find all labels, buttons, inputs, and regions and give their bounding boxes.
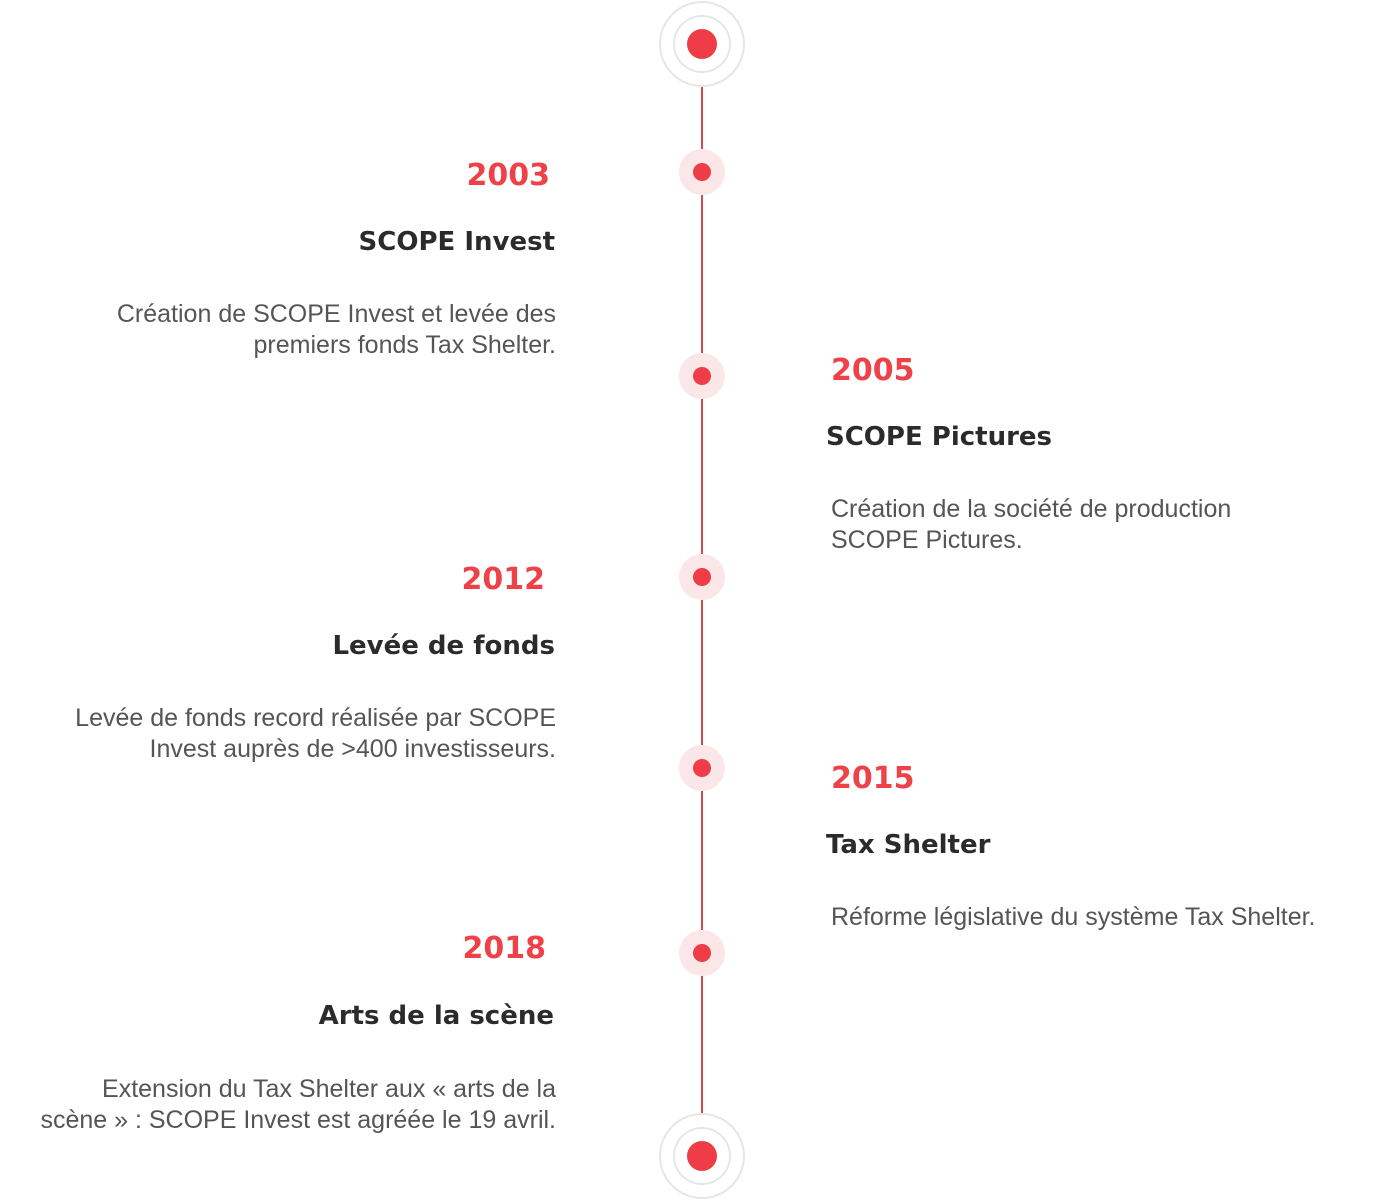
event-title: Arts de la scène bbox=[318, 1001, 554, 1031]
timeline-node-2005 bbox=[679, 353, 725, 399]
event-title: SCOPE Pictures bbox=[826, 422, 1053, 452]
event-description: Création de SCOPE Invest et levée des pr… bbox=[117, 299, 556, 361]
timeline-start-dot bbox=[687, 29, 717, 59]
event-year: 2018 bbox=[462, 931, 547, 966]
event-year: 2003 bbox=[466, 158, 551, 193]
event-year: 2012 bbox=[461, 562, 546, 597]
timeline-node-dot bbox=[693, 568, 711, 586]
event-year: 2005 bbox=[831, 353, 915, 388]
event-description-line: Levée de fonds record réalisée par SCOPE bbox=[75, 704, 556, 732]
timeline-end-dot bbox=[687, 1141, 717, 1171]
event-description: Levée de fonds record réalisée par SCOPE… bbox=[75, 703, 556, 765]
timeline-node-2003 bbox=[679, 149, 725, 195]
timeline-node-dot bbox=[693, 367, 711, 385]
event-description: Réforme législative du système Tax Shelt… bbox=[831, 902, 1316, 933]
timeline-node-dot bbox=[693, 163, 711, 181]
timeline-node-dot bbox=[693, 944, 711, 962]
event-description-line: Invest auprès de >400 investisseurs. bbox=[149, 735, 556, 763]
timeline-axis-line bbox=[701, 44, 703, 1156]
timeline-node-2012 bbox=[679, 554, 725, 600]
event-description-line: Extension du Tax Shelter aux « arts de l… bbox=[102, 1075, 556, 1103]
event-year: 2015 bbox=[831, 761, 915, 796]
event-description-line: SCOPE Pictures. bbox=[831, 526, 1023, 554]
event-title: Tax Shelter bbox=[826, 830, 991, 860]
timeline-node-2015 bbox=[679, 745, 725, 791]
timeline-node-2018 bbox=[679, 930, 725, 976]
timeline-start-marker bbox=[659, 1, 745, 87]
event-description-line: Création de la société de production bbox=[831, 495, 1232, 523]
timeline-end-marker bbox=[659, 1113, 745, 1199]
event-description: Extension du Tax Shelter aux « arts de l… bbox=[40, 1074, 556, 1136]
event-description-line: Réforme législative du système Tax Shelt… bbox=[831, 903, 1316, 931]
event-title: Levée de fonds bbox=[332, 631, 555, 661]
timeline-start-ring bbox=[673, 15, 731, 73]
event-description-line: scène » : SCOPE Invest est agréée le 19 … bbox=[40, 1106, 556, 1134]
event-description: Création de la société de production SCO… bbox=[831, 494, 1231, 556]
event-description-line: Création de SCOPE Invest et levée des bbox=[116, 300, 556, 328]
timeline-node-dot bbox=[693, 759, 711, 777]
event-description-line: premiers fonds Tax Shelter. bbox=[253, 331, 556, 359]
event-title: SCOPE Invest bbox=[358, 227, 555, 257]
timeline-end-ring bbox=[673, 1127, 731, 1185]
